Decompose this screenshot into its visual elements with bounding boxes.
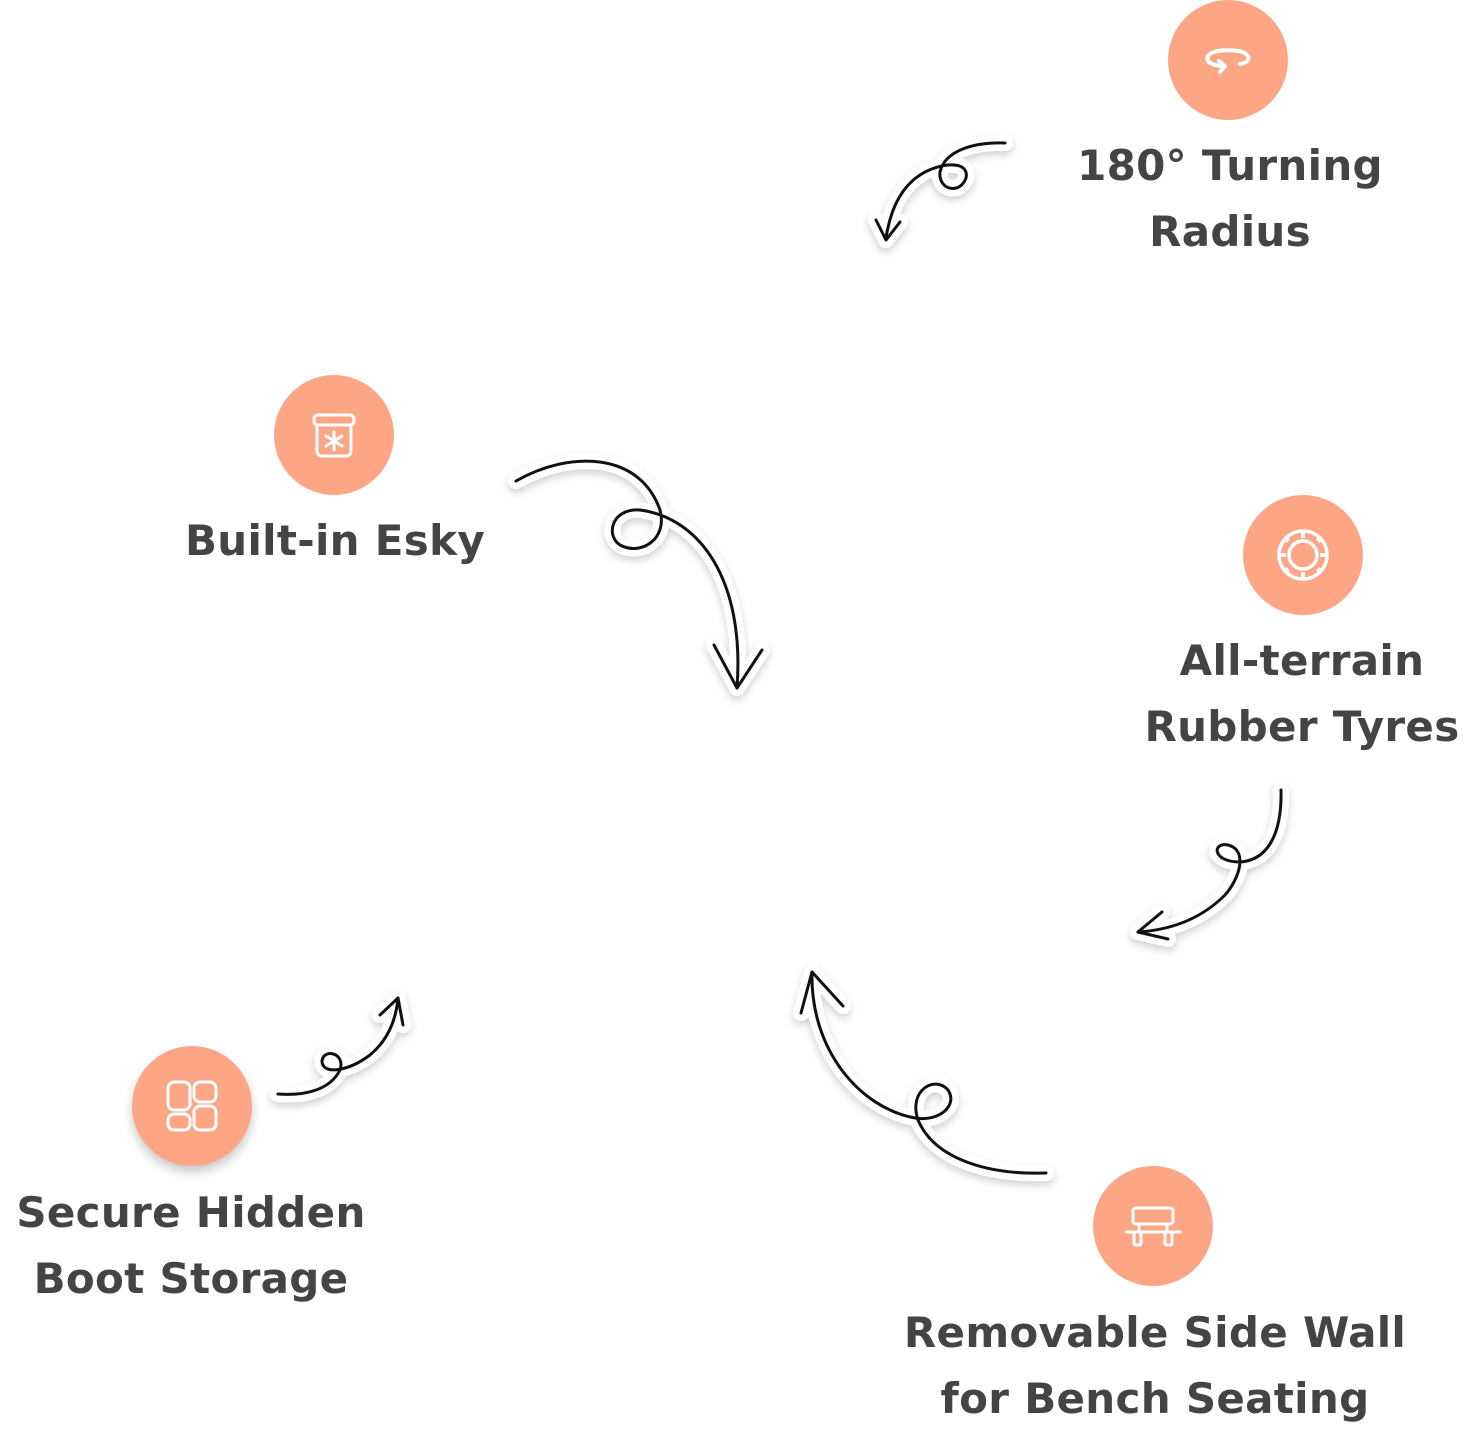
feature-label-line: Rubber Tyres (1144, 702, 1460, 751)
feature-icon-badge-esky (274, 375, 394, 495)
arrow-secure-boot-storage (270, 990, 411, 1103)
cooler-snowflake-icon (312, 413, 356, 458)
tyre-icon (1277, 529, 1329, 581)
feature-icon-badge-storage (132, 1046, 252, 1166)
arrow-removable-side-wall (793, 964, 1054, 1182)
arrow-built-in-esky (508, 453, 770, 696)
feature-label-tyres: All-terrain Rubber Tyres (1135, 628, 1469, 760)
feature-label-esky: Built-in Esky (165, 508, 505, 574)
feature-icon-badge-turning (1168, 0, 1288, 120)
arrow-turning-radius (868, 134, 1013, 248)
feature-label-turning: 180° Turning Radius (1060, 133, 1400, 265)
feature-label-storage: Secure Hidden Boot Storage (0, 1180, 382, 1312)
feature-label-bench: Removable Side Wall for Bench Seating (880, 1300, 1430, 1432)
feature-label-line: All-terrain (1179, 636, 1425, 685)
feature-label-line: Removable Side Wall (903, 1308, 1407, 1357)
arrow-all-terrain-tyres (1130, 782, 1290, 947)
feature-label-line: Secure Hidden (16, 1188, 366, 1237)
feature-label-line: for Bench Seating (940, 1374, 1370, 1423)
feature-label-line: Radius (1149, 207, 1311, 256)
feature-label-line: Built-in Esky (184, 516, 486, 565)
feature-icon-badge-tyres (1243, 495, 1363, 615)
feature-label-line: Boot Storage (33, 1254, 349, 1303)
bench-icon (1124, 1206, 1182, 1247)
storage-compartments-icon (166, 1080, 218, 1132)
rotate-360-icon (1205, 48, 1251, 74)
feature-label-line: 180° Turning (1077, 141, 1383, 190)
feature-icon-badge-bench (1093, 1166, 1213, 1286)
